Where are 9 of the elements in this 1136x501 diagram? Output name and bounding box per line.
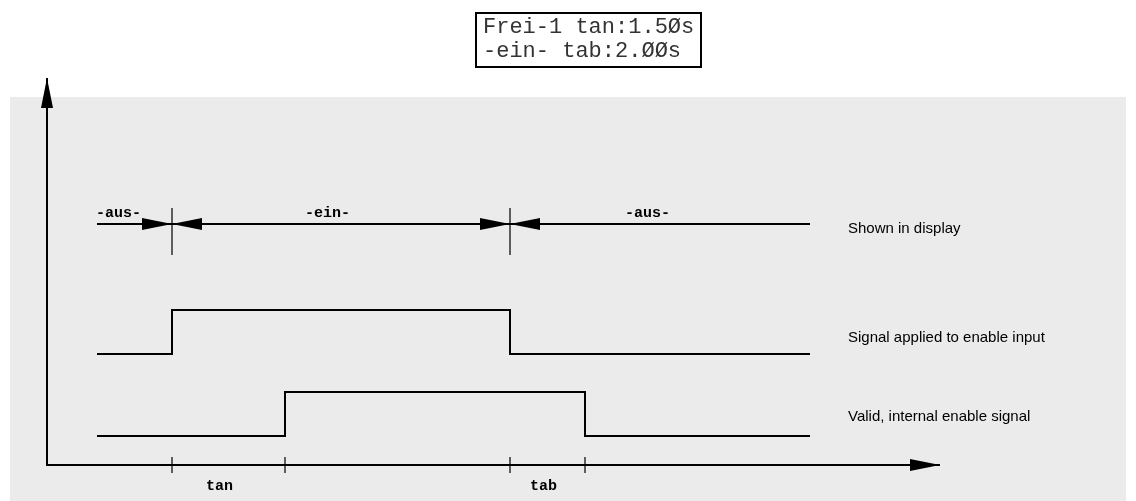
state-label: -aus- <box>96 205 141 222</box>
display-box: Frei-1 tan:1.5Øs -ein- tab:2.ØØs <box>475 12 703 68</box>
row-label: Signal applied to enable input <box>848 328 1045 345</box>
state-label: -aus- <box>625 205 670 222</box>
state-label: -ein- <box>305 205 350 222</box>
time-label: tab <box>530 478 557 495</box>
row-label: Valid, internal enable signal <box>848 407 1031 424</box>
row-label: Shown in display <box>848 219 961 236</box>
time-label: tan <box>206 478 233 495</box>
